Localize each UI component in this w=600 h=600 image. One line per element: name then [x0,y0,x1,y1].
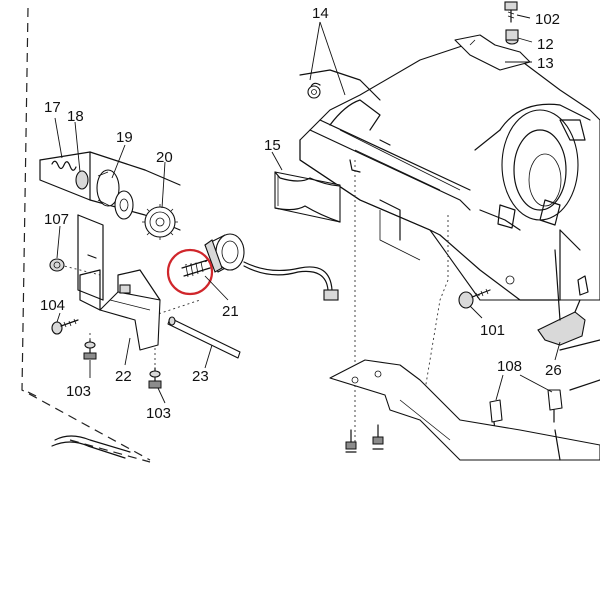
plate-107-bracket [77,214,104,301]
label-19: 19 [116,129,133,146]
motor-21 [181,233,339,301]
label-13: 13 [537,55,554,72]
cable-fragment [51,435,131,459]
screw-104 [51,318,79,335]
label-108: 108 [497,358,522,375]
lower-frame [329,229,600,461]
label-14: 14 [312,5,329,22]
bracket-22 [79,269,161,351]
clip-108-right [547,389,563,423]
screw-103-right [148,367,162,389]
main-housing [299,39,600,301]
screw-101 [458,288,491,309]
label-101: 101 [480,322,505,339]
screw-102 [504,1,518,23]
label-103-right: 103 [146,405,171,422]
part-26 [537,275,589,346]
screw-107 [49,258,65,272]
bushing-12 [505,29,519,45]
label-26: 26 [545,362,562,379]
label-23: 23 [192,368,209,385]
label-103-left: 103 [66,383,91,400]
label-15: 15 [264,137,281,154]
screw-103-left [83,339,97,360]
gear-19 [96,169,134,220]
part-labels: 14 102 12 13 17 18 19 20 15 107 104 21 2… [40,5,562,422]
label-20: 20 [156,149,173,166]
label-22: 22 [115,368,132,385]
label-107: 107 [44,211,69,228]
leader-lines [54,14,561,404]
label-104: 104 [40,297,65,314]
label-21: 21 [222,303,239,320]
highlight-circle [166,248,214,296]
washer-18 [75,170,89,190]
spring-17 [51,160,77,171]
gear-20 [142,204,178,240]
label-18: 18 [67,108,84,125]
part-13 [454,34,531,71]
label-17: 17 [44,99,61,116]
shaft-23 [167,316,241,359]
subassembly-dashed-boundary [21,7,151,463]
label-12: 12 [537,36,554,53]
sheet-15 [274,171,341,223]
label-102: 102 [535,11,560,28]
